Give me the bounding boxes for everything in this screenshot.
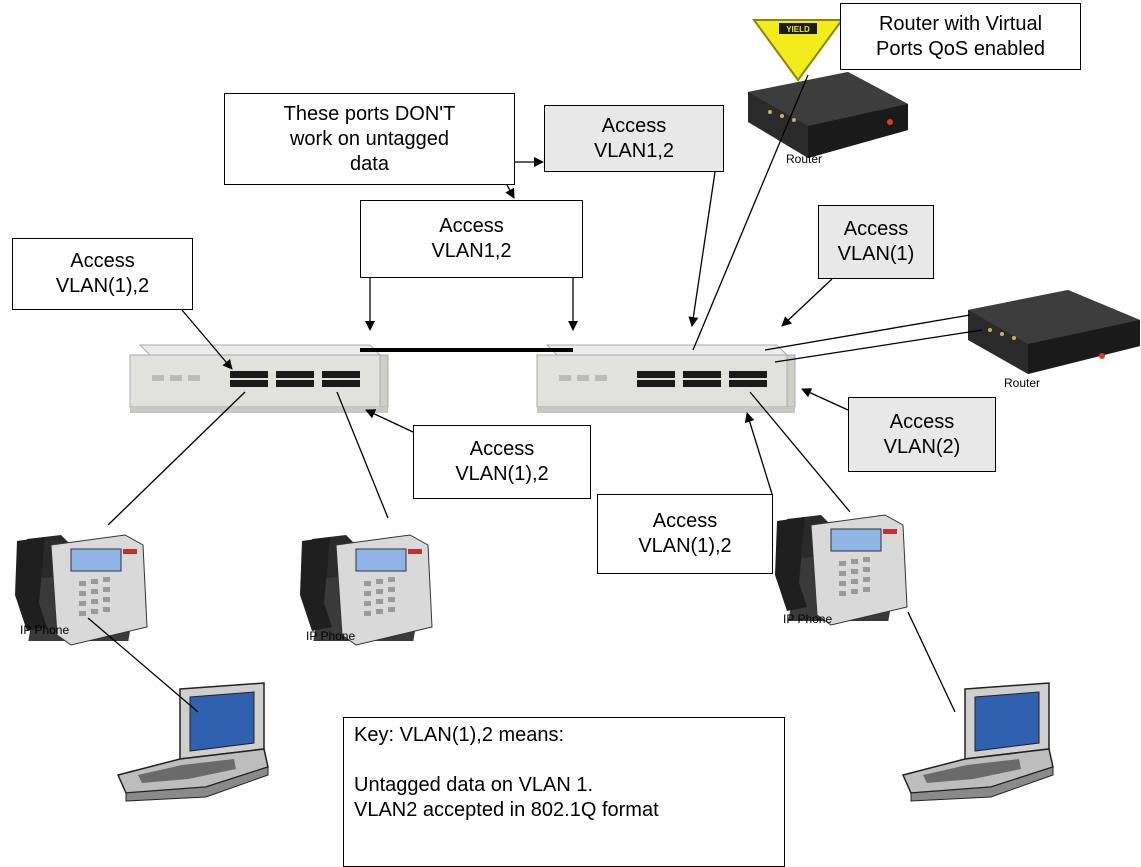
link-router-right-a	[764, 314, 971, 351]
phone-middle-label: IP Phone	[306, 629, 356, 643]
port-label-left-switch-uplink: Access VLAN(1),2	[12, 238, 193, 310]
ip-phone-right-icon	[774, 514, 908, 626]
link-right-phone	[749, 391, 851, 513]
key-line-2	[354, 748, 774, 773]
port-label-router-top: Access VLAN1,2	[544, 105, 724, 172]
router-right-label: Router	[1004, 376, 1041, 390]
router-right	[968, 290, 1140, 374]
right-switch	[536, 344, 796, 414]
untagged-note-line-3: data	[350, 152, 389, 175]
untagged-note-line-2: work on untagged	[289, 127, 449, 150]
port-label-router-right: Access VLAN(1)	[818, 205, 934, 279]
phone-right-label: IP Phone	[783, 612, 833, 626]
yield-sign-icon: YIELD	[752, 19, 844, 82]
port-label-right-switch-port2: Access VLAN(2)	[848, 397, 996, 472]
untagged-note-line-1: These ports DON'T	[283, 102, 456, 125]
router-qos-note-line-1: Router with Virtual	[878, 12, 1043, 35]
arrows	[181, 157, 849, 495]
link-router-right-b	[774, 329, 983, 363]
router-top	[748, 72, 908, 158]
router-qos-note-line-2: Ports QoS enabled	[876, 37, 1045, 60]
laptop-left-icon	[117, 682, 269, 802]
router-qos-note-box: Router with Virtual Ports QoS enabled	[840, 3, 1081, 70]
port-label-left-switch-phone: Access VLAN(1),2	[413, 425, 591, 499]
phone-left-label: IP Phone	[20, 623, 70, 637]
link-left-phone	[107, 391, 246, 526]
key-legend-box: Key: VLAN(1),2 means: Untagged data on V…	[343, 717, 785, 867]
port-label-trunk: Access VLAN1,2	[360, 200, 583, 278]
link-router-top	[692, 74, 809, 351]
key-line-3: Untagged data on VLAN 1.	[354, 774, 594, 796]
port-label-right-switch-phone: Access VLAN(1),2	[597, 494, 773, 574]
key-line-4: VLAN2 accepted in 802.1Q format	[354, 799, 659, 821]
untagged-note-box: These ports DON'T work on untagged data	[224, 93, 515, 185]
link-middle-phone	[336, 391, 389, 519]
link-phone-laptop-right	[907, 611, 956, 713]
connection-lines	[87, 74, 983, 713]
link-phone-laptop-left	[87, 617, 199, 713]
router-top-label: Router	[786, 152, 823, 166]
left-switch	[129, 344, 389, 414]
laptop-right-icon	[902, 682, 1054, 802]
key-line-1: Key: VLAN(1),2 means:	[354, 724, 565, 746]
yield-sign-text: YIELD	[786, 25, 810, 34]
